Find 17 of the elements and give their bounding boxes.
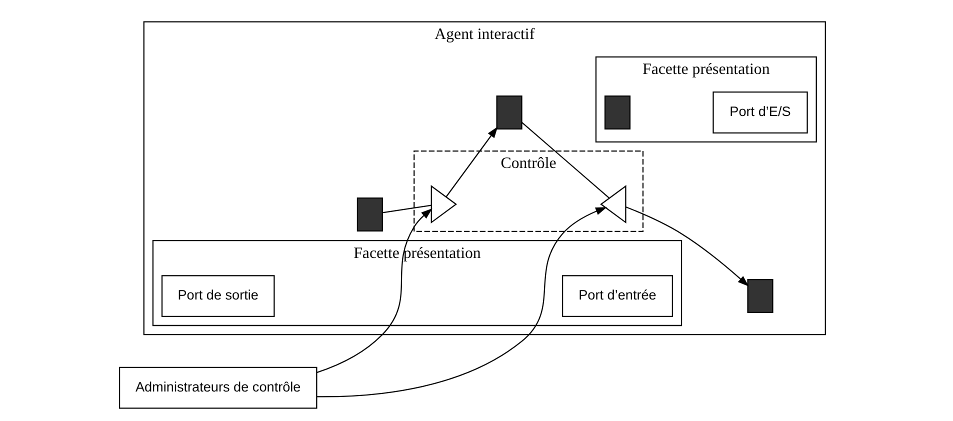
node-box xyxy=(356,197,382,232)
node-box: Port d’E/S xyxy=(712,92,808,134)
node-box: Port de sortie xyxy=(160,275,274,317)
connector xyxy=(520,122,609,198)
node-triangle xyxy=(600,185,626,224)
connector xyxy=(382,204,431,214)
arrow xyxy=(445,126,498,198)
node-box: Administrateurs de contrôle xyxy=(118,366,317,409)
arrow xyxy=(316,208,432,374)
arrow xyxy=(316,207,606,398)
node-box xyxy=(604,96,630,130)
node-box xyxy=(746,279,773,314)
cluster: Contrôle xyxy=(413,150,644,232)
node-triangle xyxy=(430,185,456,224)
arrow xyxy=(625,206,748,287)
node-box: Port d’entrée xyxy=(561,275,673,317)
node-box xyxy=(496,96,522,130)
